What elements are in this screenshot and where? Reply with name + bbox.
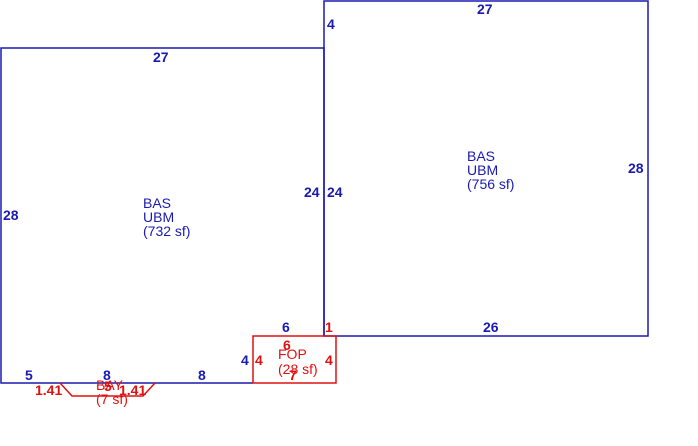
bas-right-dim-left-top: 4 [327, 16, 335, 32]
bas-right-dim-bottom: 26 [483, 319, 499, 335]
bas-left-dim-bottom-b: 8 [103, 367, 111, 383]
bas-right-dim-left: 24 [327, 184, 343, 200]
bas-right-dim-top: 27 [477, 1, 493, 17]
bas-left-dim-notch-top: 6 [282, 319, 290, 335]
bay-code: BAY [96, 377, 124, 393]
bay-area: (7 sf) [96, 391, 128, 407]
bay-dim-left: 1.41 [35, 382, 62, 398]
fop-dim-left: 4 [255, 352, 263, 368]
bas-left-subcode: UBM [143, 209, 174, 225]
bas-right-outline [323, 0, 649, 337]
bas-left-area: (732 sf) [143, 223, 190, 239]
bas-right-dim-right: 28 [628, 160, 644, 176]
fop-outline [252, 335, 337, 384]
bas-left-dim-bottom-a: 5 [25, 367, 33, 383]
fop-dim-bottom: 7 [289, 367, 297, 383]
bas-left-dim-notch-side: 4 [241, 352, 249, 368]
fop-area: (28 sf) [278, 361, 318, 377]
bas-right-dim-offset: 1 [325, 319, 333, 335]
bas-left-dim-bottom-c: 8 [198, 367, 206, 383]
bas-right-area: (756 sf) [467, 176, 514, 192]
fop-dim-top: 6 [283, 337, 291, 353]
bay-dim-right: 1.41 [119, 382, 146, 398]
bas-right-subcode: UBM [467, 162, 498, 178]
bas-left-dim-left: 28 [3, 207, 19, 223]
bay-dim-front: 5 [104, 378, 112, 394]
fop-dim-right: 4 [325, 352, 333, 368]
bay-outline [59, 382, 156, 397]
bas-left-code: BAS [143, 195, 171, 211]
bas-left-dim-right: 24 [304, 184, 320, 200]
bas-right-code: BAS [467, 148, 495, 164]
fop-code: FOP [278, 346, 307, 362]
bas-left-dim-top: 27 [153, 49, 169, 65]
